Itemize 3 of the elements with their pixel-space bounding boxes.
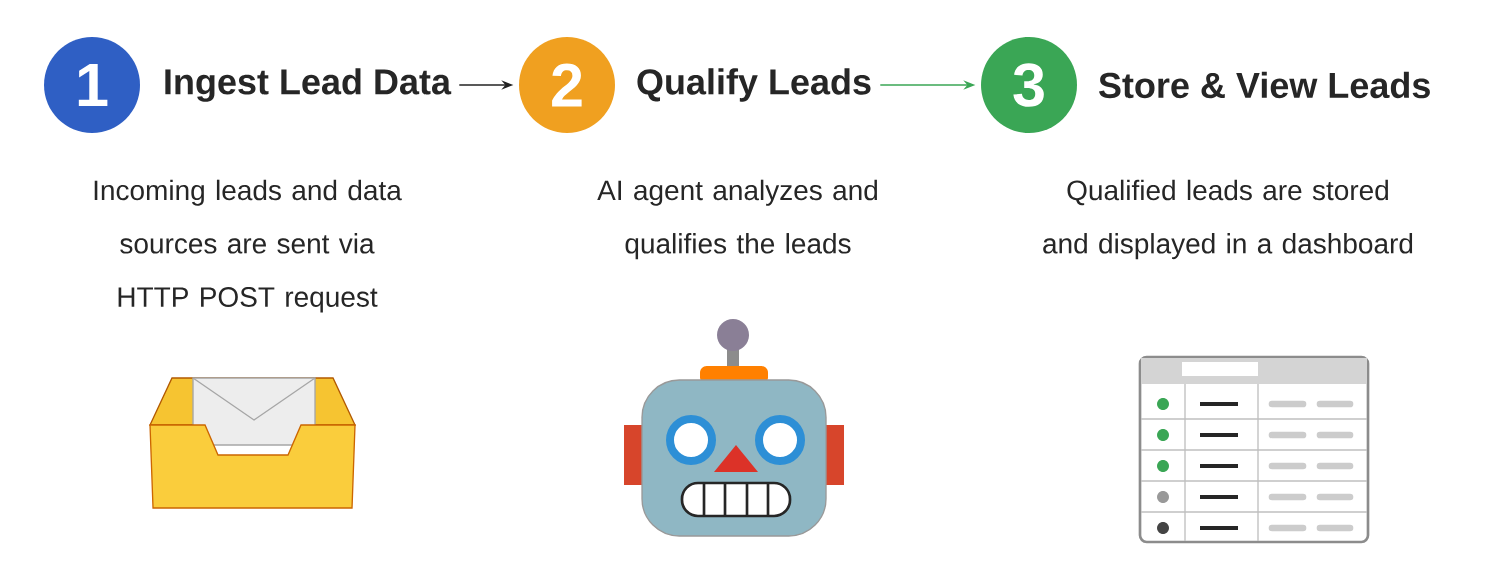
step-heading: Qualify Leads <box>637 68 871 102</box>
step-heading: Store & View Leads <box>1099 71 1430 99</box>
step-heading: Ingest Lead Data <box>165 68 452 102</box>
